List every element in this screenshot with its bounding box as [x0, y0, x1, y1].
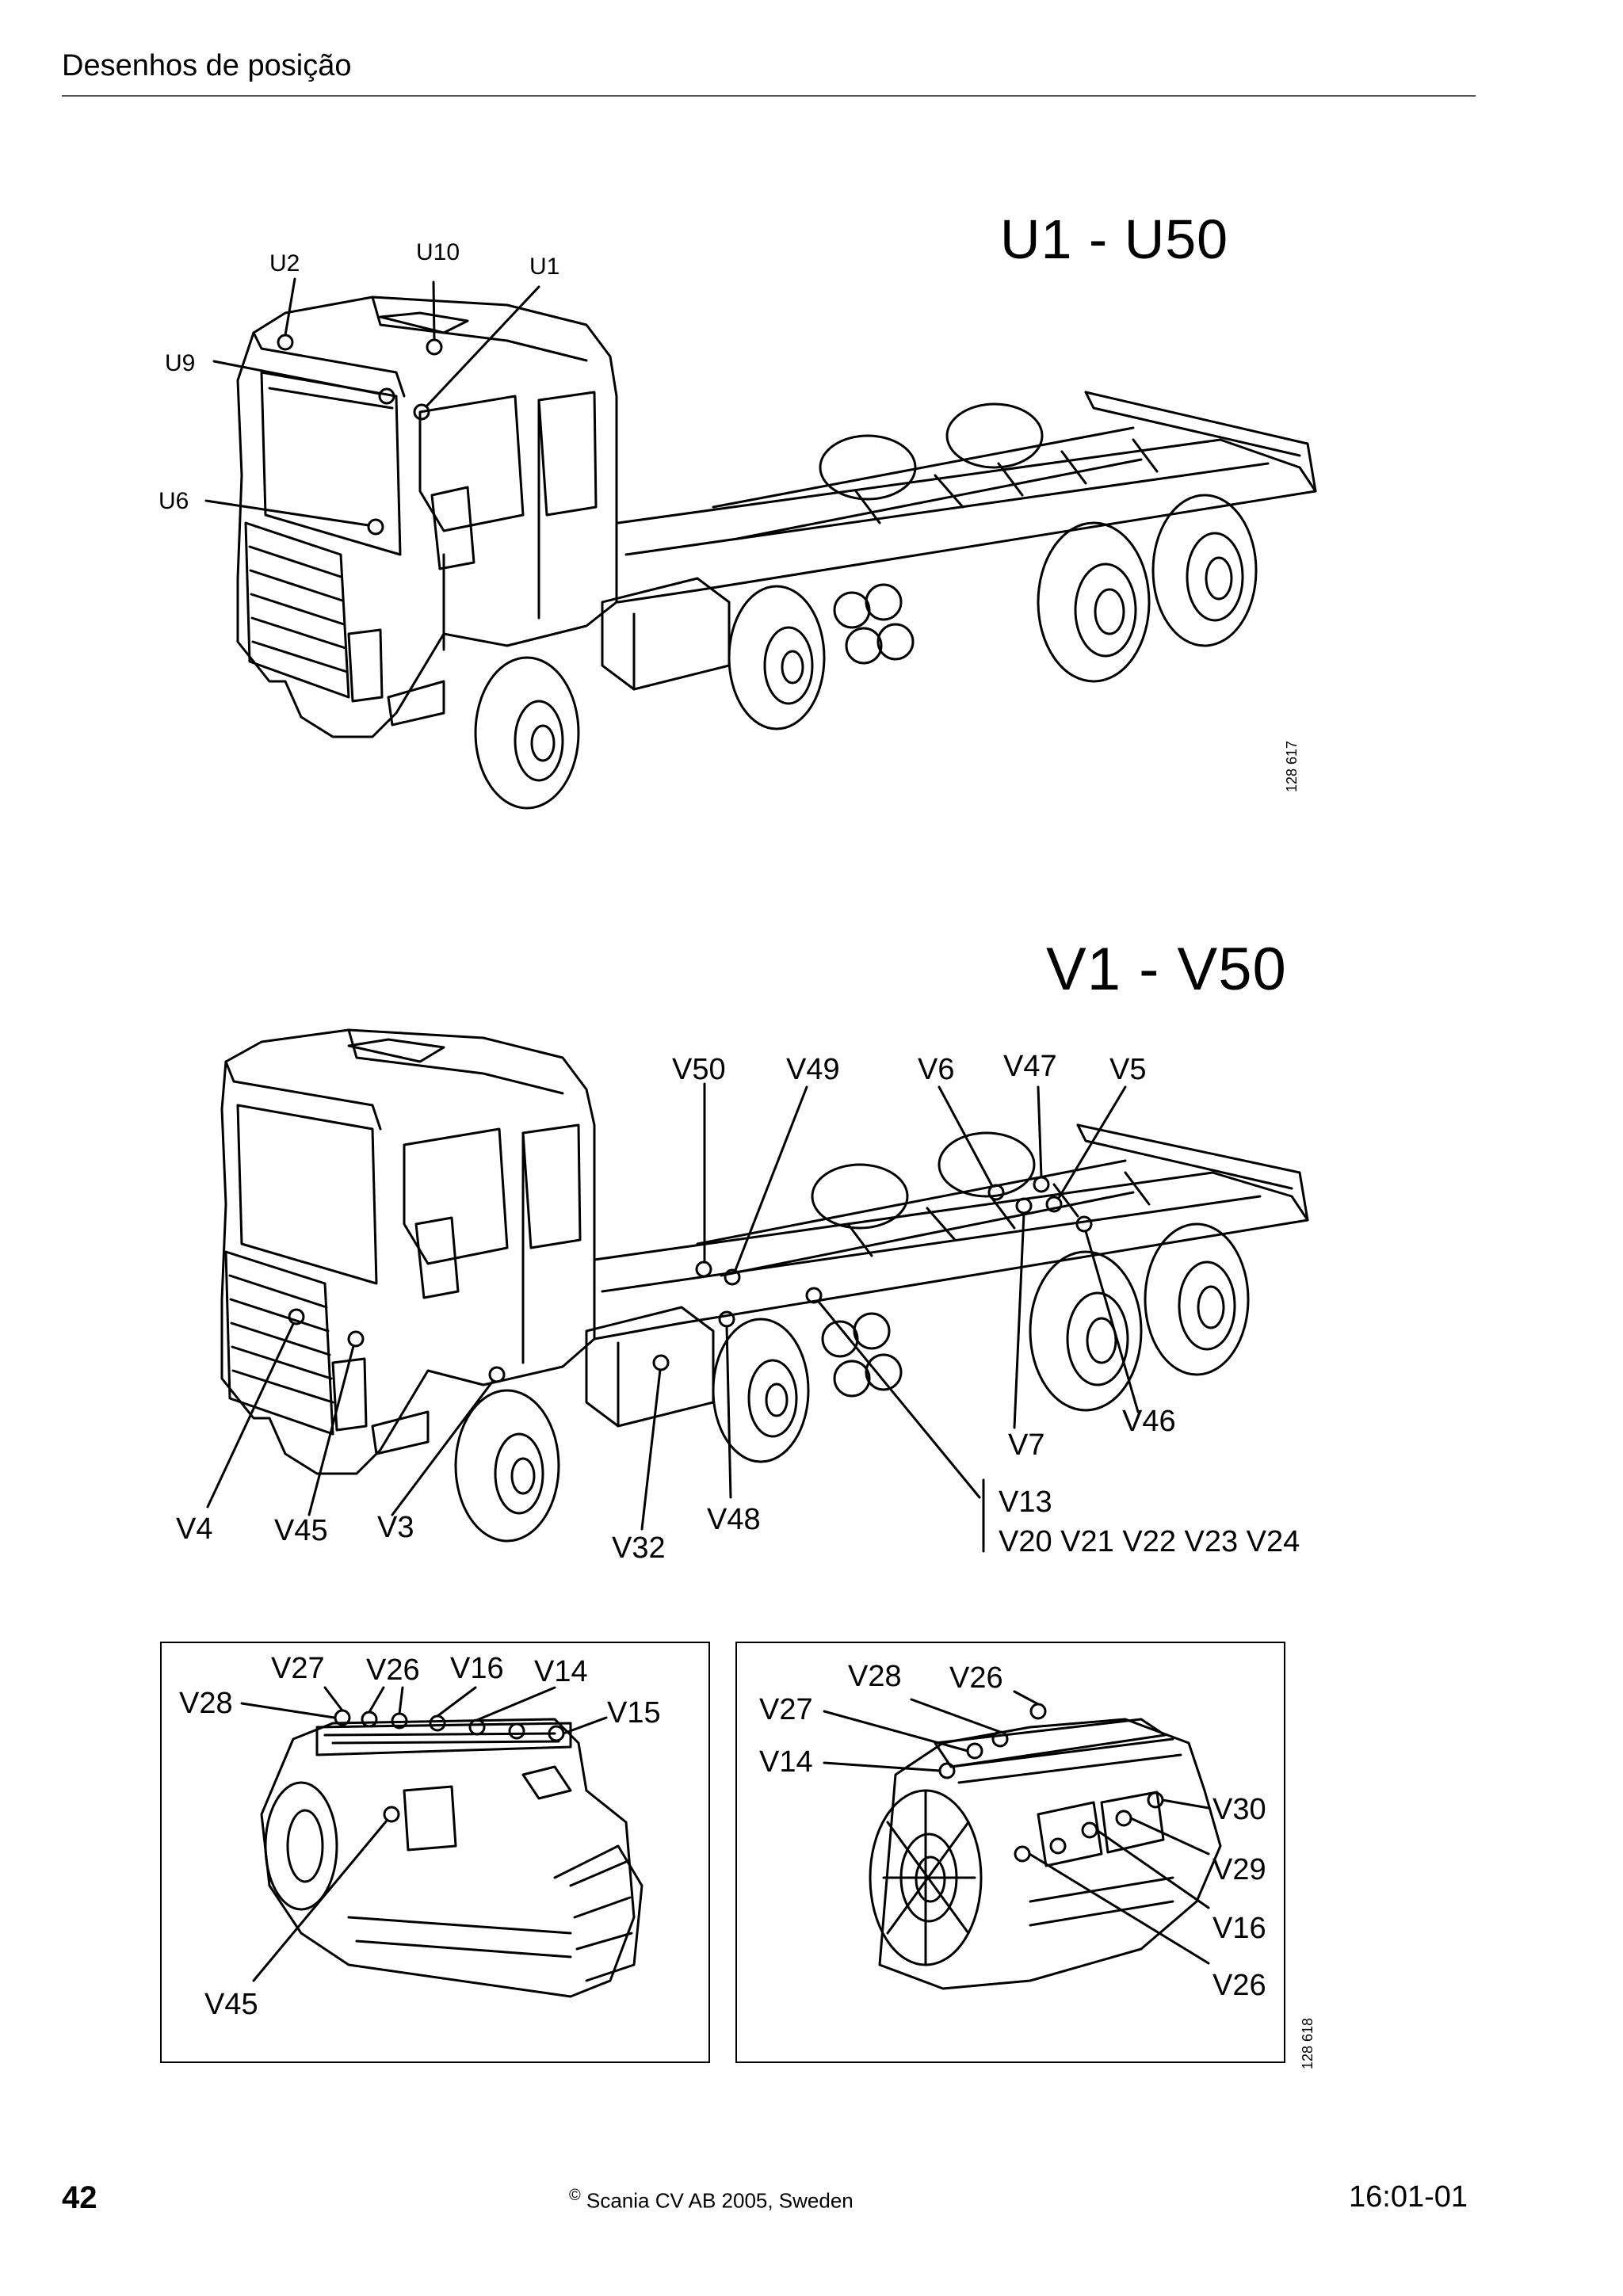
label-u1: U1 — [529, 254, 559, 280]
label-v45-left: V45 — [204, 1988, 258, 2021]
label-v49: V49 — [786, 1053, 840, 1086]
label-u2: U2 — [269, 250, 300, 277]
label-v26-left: V26 — [366, 1653, 420, 1687]
label-v45: V45 — [274, 1514, 328, 1547]
label-v5: V5 — [1109, 1053, 1146, 1086]
label-v46: V46 — [1122, 1405, 1176, 1438]
label-v50: V50 — [672, 1053, 726, 1086]
page-number: 42 — [62, 2180, 97, 2215]
label-u9: U9 — [165, 350, 195, 376]
engine-panel-right — [735, 1642, 1285, 2063]
figure-v-labels: V50 V49 V6 V47 V5 V46 V7 V13 V20 V21 V22… — [176, 1050, 1300, 1565]
label-v26b-right: V26 — [1212, 1969, 1266, 2002]
truck-v-drawing — [206, 1028, 1309, 1553]
label-u10: U10 — [416, 239, 460, 265]
label-v28-right: V28 — [848, 1660, 902, 1693]
label-v48: V48 — [707, 1503, 761, 1536]
label-v30-right: V30 — [1212, 1793, 1266, 1826]
label-v29-right: V29 — [1212, 1853, 1266, 1886]
label-v28-left: V28 — [179, 1687, 233, 1720]
label-v26-right: V26 — [949, 1661, 1003, 1695]
copyright-notice: © Scania CV AB 2005, Sweden — [569, 2187, 854, 2214]
document-date: 16:01-01 — [1349, 2180, 1468, 2214]
label-v13: V13 — [999, 1486, 1052, 1519]
label-v27-left: V27 — [271, 1652, 325, 1685]
label-v4: V4 — [176, 1512, 212, 1546]
engine-right-labels: V28 V26 V27 V14 V30 V29 V16 V26 — [759, 1660, 1266, 2002]
truck-u-drawing — [204, 277, 1317, 810]
label-v14-left: V14 — [534, 1655, 588, 1688]
label-v15-left: V15 — [607, 1696, 661, 1730]
label-v7: V7 — [1008, 1428, 1044, 1462]
figure-u-labels: U2 U10 U1 U9 U6 — [158, 239, 559, 514]
figure-u-title: U1 - U50 — [1000, 208, 1229, 270]
engine-right-drawing — [823, 1690, 1222, 1990]
label-v6: V6 — [918, 1053, 954, 1086]
copyright-symbol: © — [569, 2187, 581, 2204]
label-v27-right: V27 — [759, 1693, 813, 1726]
label-u6: U6 — [158, 488, 189, 514]
figure-v-title: V1 - V50 — [1046, 936, 1287, 1003]
page-header-title: Desenhos de posição — [62, 49, 352, 82]
label-v16-left: V16 — [450, 1652, 504, 1685]
label-v47: V47 — [1003, 1050, 1057, 1083]
copyright-text: Scania CV AB 2005, Sweden — [586, 2188, 854, 2213]
label-v32: V32 — [612, 1531, 666, 1565]
engine-left-labels: V27 V26 V16 V14 V28 V15 V45 — [179, 1652, 661, 2021]
label-v3: V3 — [377, 1511, 414, 1544]
label-v14-right: V14 — [759, 1745, 813, 1779]
header-divider — [62, 95, 1476, 97]
label-v16-right: V16 — [1212, 1912, 1266, 1945]
engine-panel-left — [160, 1642, 710, 2063]
label-v20-v24: V20 V21 V22 V23 V24 — [999, 1525, 1300, 1558]
engine-left-drawing — [240, 1686, 643, 1998]
